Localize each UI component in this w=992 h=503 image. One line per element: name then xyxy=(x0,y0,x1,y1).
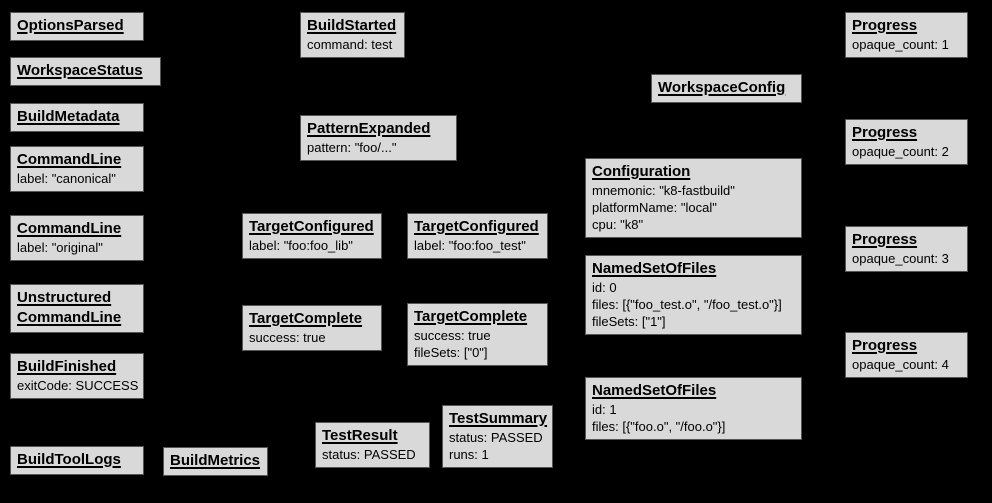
node-title: TargetConfigured xyxy=(414,218,539,235)
node-title: WorkspaceConfig xyxy=(658,79,786,96)
node-field: label: "original" xyxy=(17,240,103,255)
node-title: TargetComplete xyxy=(414,308,528,325)
event-node-named-set-of-files-1: NamedSetOfFiles id: 1 files: [{"foo.o", … xyxy=(585,377,802,440)
node-title: Progress xyxy=(852,231,918,248)
event-node-command-line-canonical: CommandLine label: "canonical" xyxy=(10,146,144,192)
node-field: fileSets: ["0"] xyxy=(414,345,488,360)
event-node-target-configured-lib: TargetConfigured label: "foo:foo_lib" xyxy=(242,213,382,259)
event-node-test-result: TestResult status: PASSED xyxy=(315,422,430,468)
event-node-named-set-of-files-0: NamedSetOfFiles id: 0 files: [{"foo_test… xyxy=(585,255,802,335)
event-node-progress-4: Progress opaque_count: 4 xyxy=(845,332,968,378)
node-title: Unstructured xyxy=(17,289,112,306)
node-field: status: PASSED xyxy=(449,430,543,445)
event-node-build-metrics: BuildMetrics xyxy=(163,447,268,476)
node-title: BuildMetrics xyxy=(170,452,261,469)
node-title: CommandLine xyxy=(17,151,122,168)
event-node-workspace-status: WorkspaceStatus xyxy=(10,57,161,86)
node-title: Progress xyxy=(852,17,918,34)
node-field: opaque_count: 2 xyxy=(852,144,949,159)
node-title: NamedSetOfFiles xyxy=(592,260,717,277)
node-field: opaque_count: 3 xyxy=(852,251,949,266)
node-title: BuildToolLogs xyxy=(17,451,121,468)
node-title: PatternExpanded xyxy=(307,120,431,137)
event-node-target-complete-lib: TargetComplete success: true xyxy=(242,305,382,351)
node-title: CommandLine xyxy=(17,309,122,326)
event-node-command-line-original: CommandLine label: "original" xyxy=(10,215,144,261)
node-field: exitCode: SUCCESS xyxy=(17,378,139,393)
node-title: TargetConfigured xyxy=(249,218,374,235)
node-field: runs: 1 xyxy=(449,447,489,462)
event-node-progress-2: Progress opaque_count: 2 xyxy=(845,119,968,165)
node-title: TestResult xyxy=(322,427,398,444)
node-title: Configuration xyxy=(592,163,691,180)
node-title: OptionsParsed xyxy=(17,17,124,34)
event-node-pattern-expanded: PatternExpanded pattern: "foo/..." xyxy=(300,115,457,161)
node-title: WorkspaceStatus xyxy=(17,62,143,79)
event-node-configuration: Configuration mnemonic: "k8-fastbuild" p… xyxy=(585,158,802,238)
event-node-unstructured-command-line: Unstructured CommandLine xyxy=(10,284,144,333)
event-node-build-finished: BuildFinished exitCode: SUCCESS xyxy=(10,353,144,399)
event-node-workspace-config: WorkspaceConfig xyxy=(651,74,802,103)
node-field: status: PASSED xyxy=(322,447,416,462)
event-node-target-configured-test: TargetConfigured label: "foo:foo_test" xyxy=(407,213,548,259)
node-field: command: test xyxy=(307,37,393,52)
node-title: CommandLine xyxy=(17,220,122,237)
node-field: success: true xyxy=(249,330,326,345)
event-node-test-summary: TestSummary status: PASSED runs: 1 xyxy=(442,405,553,468)
node-field: label: "foo:foo_test" xyxy=(414,238,526,253)
node-title: BuildMetadata xyxy=(17,108,120,125)
node-field: files: [{"foo.o", "/foo.o"}] xyxy=(592,419,726,434)
node-title: NamedSetOfFiles xyxy=(592,382,717,399)
node-field: cpu: "k8" xyxy=(592,217,644,232)
node-field: files: [{"foo_test.o", "/foo_test.o"}] xyxy=(592,297,782,312)
node-field: mnemonic: "k8-fastbuild" xyxy=(592,183,735,198)
node-field: id: 1 xyxy=(592,402,617,417)
node-field: label: "canonical" xyxy=(17,171,116,186)
node-field: label: "foo:foo_lib" xyxy=(249,238,353,253)
node-field: pattern: "foo/..." xyxy=(307,140,397,155)
node-title: TargetComplete xyxy=(249,310,363,327)
event-node-progress-3: Progress opaque_count: 3 xyxy=(845,226,968,272)
event-node-build-started: BuildStarted command: test xyxy=(300,12,405,58)
event-node-target-complete-test: TargetComplete success: true fileSets: [… xyxy=(407,303,548,366)
node-title: BuildStarted xyxy=(307,17,397,34)
node-title: TestSummary xyxy=(449,410,548,427)
node-field: fileSets: ["1"] xyxy=(592,314,666,329)
node-title: BuildFinished xyxy=(17,358,117,375)
node-field: success: true xyxy=(414,328,491,343)
node-field: opaque_count: 4 xyxy=(852,357,949,372)
node-field: platformName: "local" xyxy=(592,200,717,215)
event-node-options-parsed: OptionsParsed xyxy=(10,12,144,41)
event-node-build-tool-logs: BuildToolLogs xyxy=(10,446,144,475)
node-title: Progress xyxy=(852,337,918,354)
event-node-progress-1: Progress opaque_count: 1 xyxy=(845,12,968,58)
node-field: id: 0 xyxy=(592,280,617,295)
node-field: opaque_count: 1 xyxy=(852,37,949,52)
event-node-build-metadata: BuildMetadata xyxy=(10,103,144,132)
node-title: Progress xyxy=(852,124,918,141)
